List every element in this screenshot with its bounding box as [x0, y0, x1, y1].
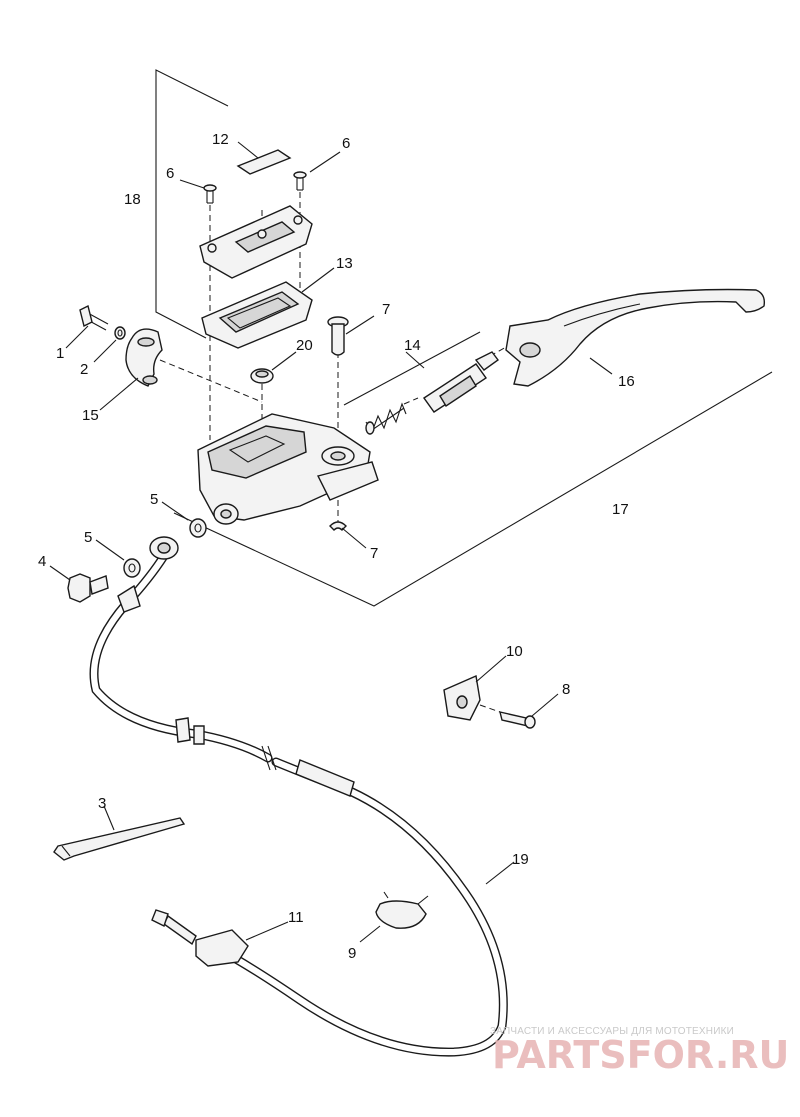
reservoir-diaphragm	[201, 281, 313, 349]
cable-end-fitting	[151, 909, 249, 967]
callout-3: 3	[98, 795, 106, 812]
banjo-bolt	[67, 573, 109, 603]
watermark: ЗАПЧАСТИ И АКСЕССУАРЫ ДЛЯ МОТОТЕХНИКИ PA…	[490, 1026, 789, 1077]
clutch-hose	[89, 536, 508, 1057]
hand-lever	[505, 288, 766, 387]
master-cylinder-body	[197, 413, 379, 525]
clamp-screw	[79, 304, 109, 331]
piston-assembly	[423, 351, 499, 413]
callout-4: 4	[38, 553, 46, 570]
callout-16: 16	[618, 373, 635, 390]
reservoir-cap	[250, 368, 274, 384]
callout-14: 14	[404, 337, 421, 354]
leader-lines	[49, 141, 613, 943]
cover-screw-left	[203, 184, 217, 204]
lever-pivot-pin	[327, 316, 349, 356]
callout-20: 20	[296, 337, 313, 354]
mounting-bracket	[443, 674, 481, 721]
callout-6-left: 6	[166, 165, 174, 182]
callout-8: 8	[562, 681, 570, 698]
watermark-brand: PARTSFOR.RU	[492, 1033, 789, 1077]
callout-12: 12	[212, 131, 229, 148]
clamp-washer	[114, 326, 126, 340]
piston-spring	[365, 402, 407, 435]
callout-13: 13	[336, 255, 353, 272]
callout-5-lower: 5	[84, 529, 92, 546]
callout-11: 11	[288, 909, 304, 926]
callout-9: 9	[348, 945, 356, 962]
callout-5-upper: 5	[150, 491, 158, 508]
callout-7-top: 7	[382, 301, 390, 318]
bracket-lines	[155, 69, 773, 607]
cable-clip	[375, 891, 429, 929]
handlebar-clamp	[125, 328, 163, 387]
cable-strap	[53, 817, 186, 861]
callout-1: 1	[56, 345, 64, 362]
reservoir-cover	[199, 205, 313, 279]
callout-19: 19	[512, 851, 529, 868]
callout-6-right: 6	[342, 135, 350, 152]
sealing-washer-lower	[123, 558, 141, 578]
callout-10: 10	[506, 643, 523, 660]
cover-screw-right	[293, 171, 307, 191]
callout-2: 2	[80, 361, 88, 378]
callout-18: 18	[124, 191, 141, 208]
sight-glass-gasket	[236, 149, 292, 175]
callout-17: 17	[612, 501, 629, 518]
callout-labels: 12 6 6 18 13 7 14 20 1 2 16 15 5 17 5 7 …	[38, 131, 635, 962]
callout-15: 15	[82, 407, 99, 424]
sealing-washer-upper	[189, 518, 207, 538]
bracket-screw	[499, 711, 536, 729]
callout-7-bottom: 7	[370, 545, 378, 562]
watermark-tagline: ЗАПЧАСТИ И АКСЕССУАРЫ ДЛЯ МОТОТЕХНИКИ	[490, 1026, 734, 1037]
